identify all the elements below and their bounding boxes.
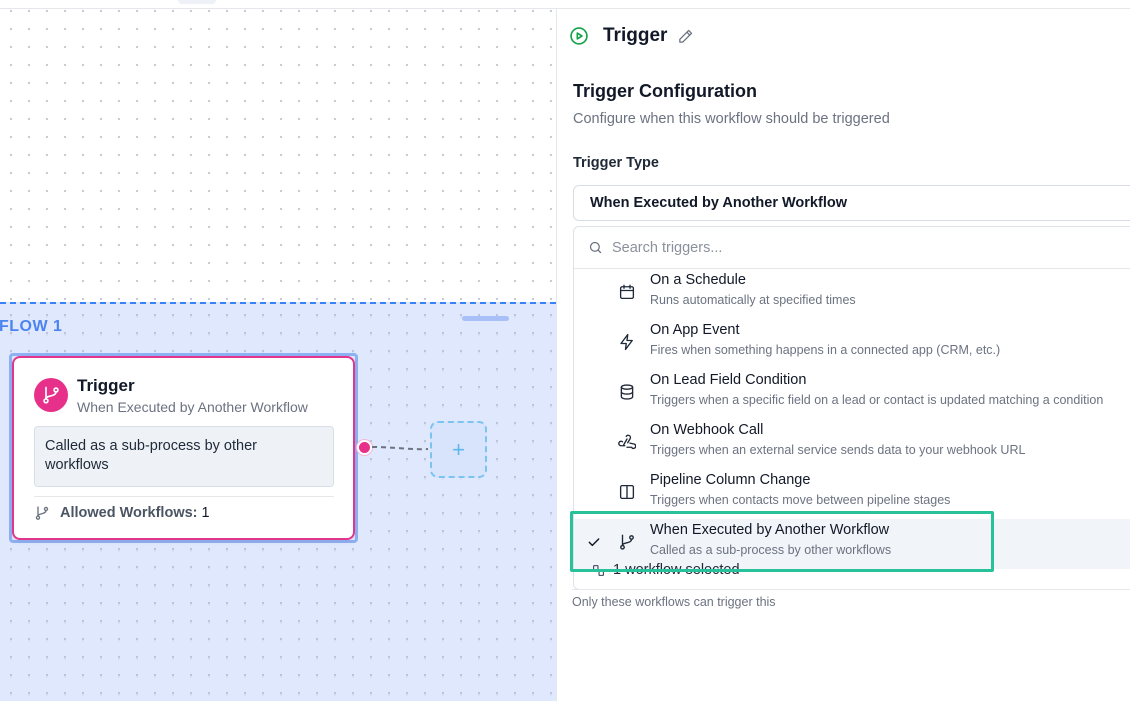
option-on-lead-field-condition[interactable]: On Lead Field Condition Triggers when a … — [574, 369, 1130, 419]
allowed-workflows-label: Allowed Workflows: — [60, 505, 198, 521]
option-label: Pipeline Column Change — [650, 472, 811, 488]
option-description: Triggers when a specific field on a lead… — [650, 393, 1104, 407]
panel-title: Trigger — [603, 25, 668, 46]
workflows-hint: Only these workflows can trigger this — [572, 595, 776, 609]
option-description: Fires when something happens in a connec… — [650, 343, 1001, 357]
workflows-selected-text: 1 workflow selected — [613, 562, 740, 578]
option-pipeline-column-change[interactable]: Pipeline Column Change Triggers when con… — [574, 469, 1130, 519]
trigger-type-label: Trigger Type — [573, 155, 659, 171]
option-on-app-event[interactable]: On App Event Fires when something happen… — [574, 319, 1130, 369]
search-input[interactable] — [612, 239, 912, 256]
database-icon — [620, 384, 634, 400]
node-selection-outline — [9, 353, 358, 543]
option-label: On Lead Field Condition — [650, 372, 807, 388]
output-handle[interactable] — [357, 440, 372, 455]
columns-icon — [619, 484, 635, 500]
flow-group-label: FLOW 1 — [0, 318, 63, 335]
play-circle-icon — [570, 27, 588, 45]
branch-icon — [620, 534, 634, 550]
option-description: Triggers when contacts move between pipe… — [650, 493, 951, 507]
connection-edge — [371, 446, 429, 451]
trigger-node[interactable]: Trigger When Executed by Another Workflo… — [12, 356, 355, 540]
group-resize-handle[interactable] — [462, 316, 509, 321]
node-footer: Allowed Workflows: 1 — [34, 505, 210, 521]
config-subtitle: Configure when this workflow should be t… — [573, 111, 890, 127]
allowed-workflows-count: 1 — [201, 505, 210, 521]
calendar-icon — [619, 284, 635, 300]
add-node-button[interactable]: + — [430, 421, 487, 478]
top-tab[interactable] — [178, 0, 216, 4]
node-description: Called as a sub-process by other workflo… — [34, 426, 334, 487]
option-on-webhook-call[interactable]: On Webhook Call Triggers when an externa… — [574, 419, 1130, 469]
plus-icon: + — [452, 436, 465, 462]
config-panel: Trigger Trigger Configuration Configure … — [556, 9, 1130, 701]
option-label: When Executed by Another Workflow — [650, 522, 890, 538]
option-label: On a Schedule — [650, 272, 746, 288]
trigger-type-select[interactable]: When Executed by Another Workflow — [573, 185, 1130, 221]
option-label: On App Event — [650, 322, 740, 338]
trigger-dropdown: On a Schedule Runs automatically at spec… — [573, 226, 1130, 590]
node-divider — [34, 496, 334, 497]
search-icon — [589, 241, 602, 254]
edit-pencil-icon[interactable] — [677, 28, 694, 45]
option-when-executed-by-another-workflow[interactable]: When Executed by Another Workflow Called… — [574, 519, 1130, 569]
option-description: Runs automatically at specified times — [650, 293, 856, 307]
search-bar — [574, 227, 1130, 269]
node-title: Trigger — [77, 376, 135, 395]
top-bar — [0, 0, 1130, 9]
option-label: On Webhook Call — [650, 422, 764, 438]
bolt-icon — [620, 333, 633, 351]
workflow-icon — [593, 564, 604, 576]
option-description: Called as a sub-process by other workflo… — [650, 543, 892, 557]
node-subtitle: When Executed by Another Workflow — [77, 399, 308, 415]
branch-icon — [34, 378, 68, 412]
branch-icon — [35, 506, 49, 520]
option-on-a-schedule[interactable]: On a Schedule Runs automatically at spec… — [574, 269, 1130, 319]
webhook-icon — [618, 434, 636, 450]
workflow-canvas[interactable]: FLOW 1 — [0, 0, 556, 701]
divider — [572, 589, 1130, 590]
panel-header: Trigger — [569, 25, 694, 47]
workflows-selected-row[interactable]: 1 workflow selected — [592, 562, 740, 578]
option-description: Triggers when an external service sends … — [650, 443, 1026, 457]
config-title: Trigger Configuration — [573, 81, 757, 101]
check-icon — [588, 538, 600, 547]
trigger-type-value: When Executed by Another Workflow — [590, 195, 847, 211]
